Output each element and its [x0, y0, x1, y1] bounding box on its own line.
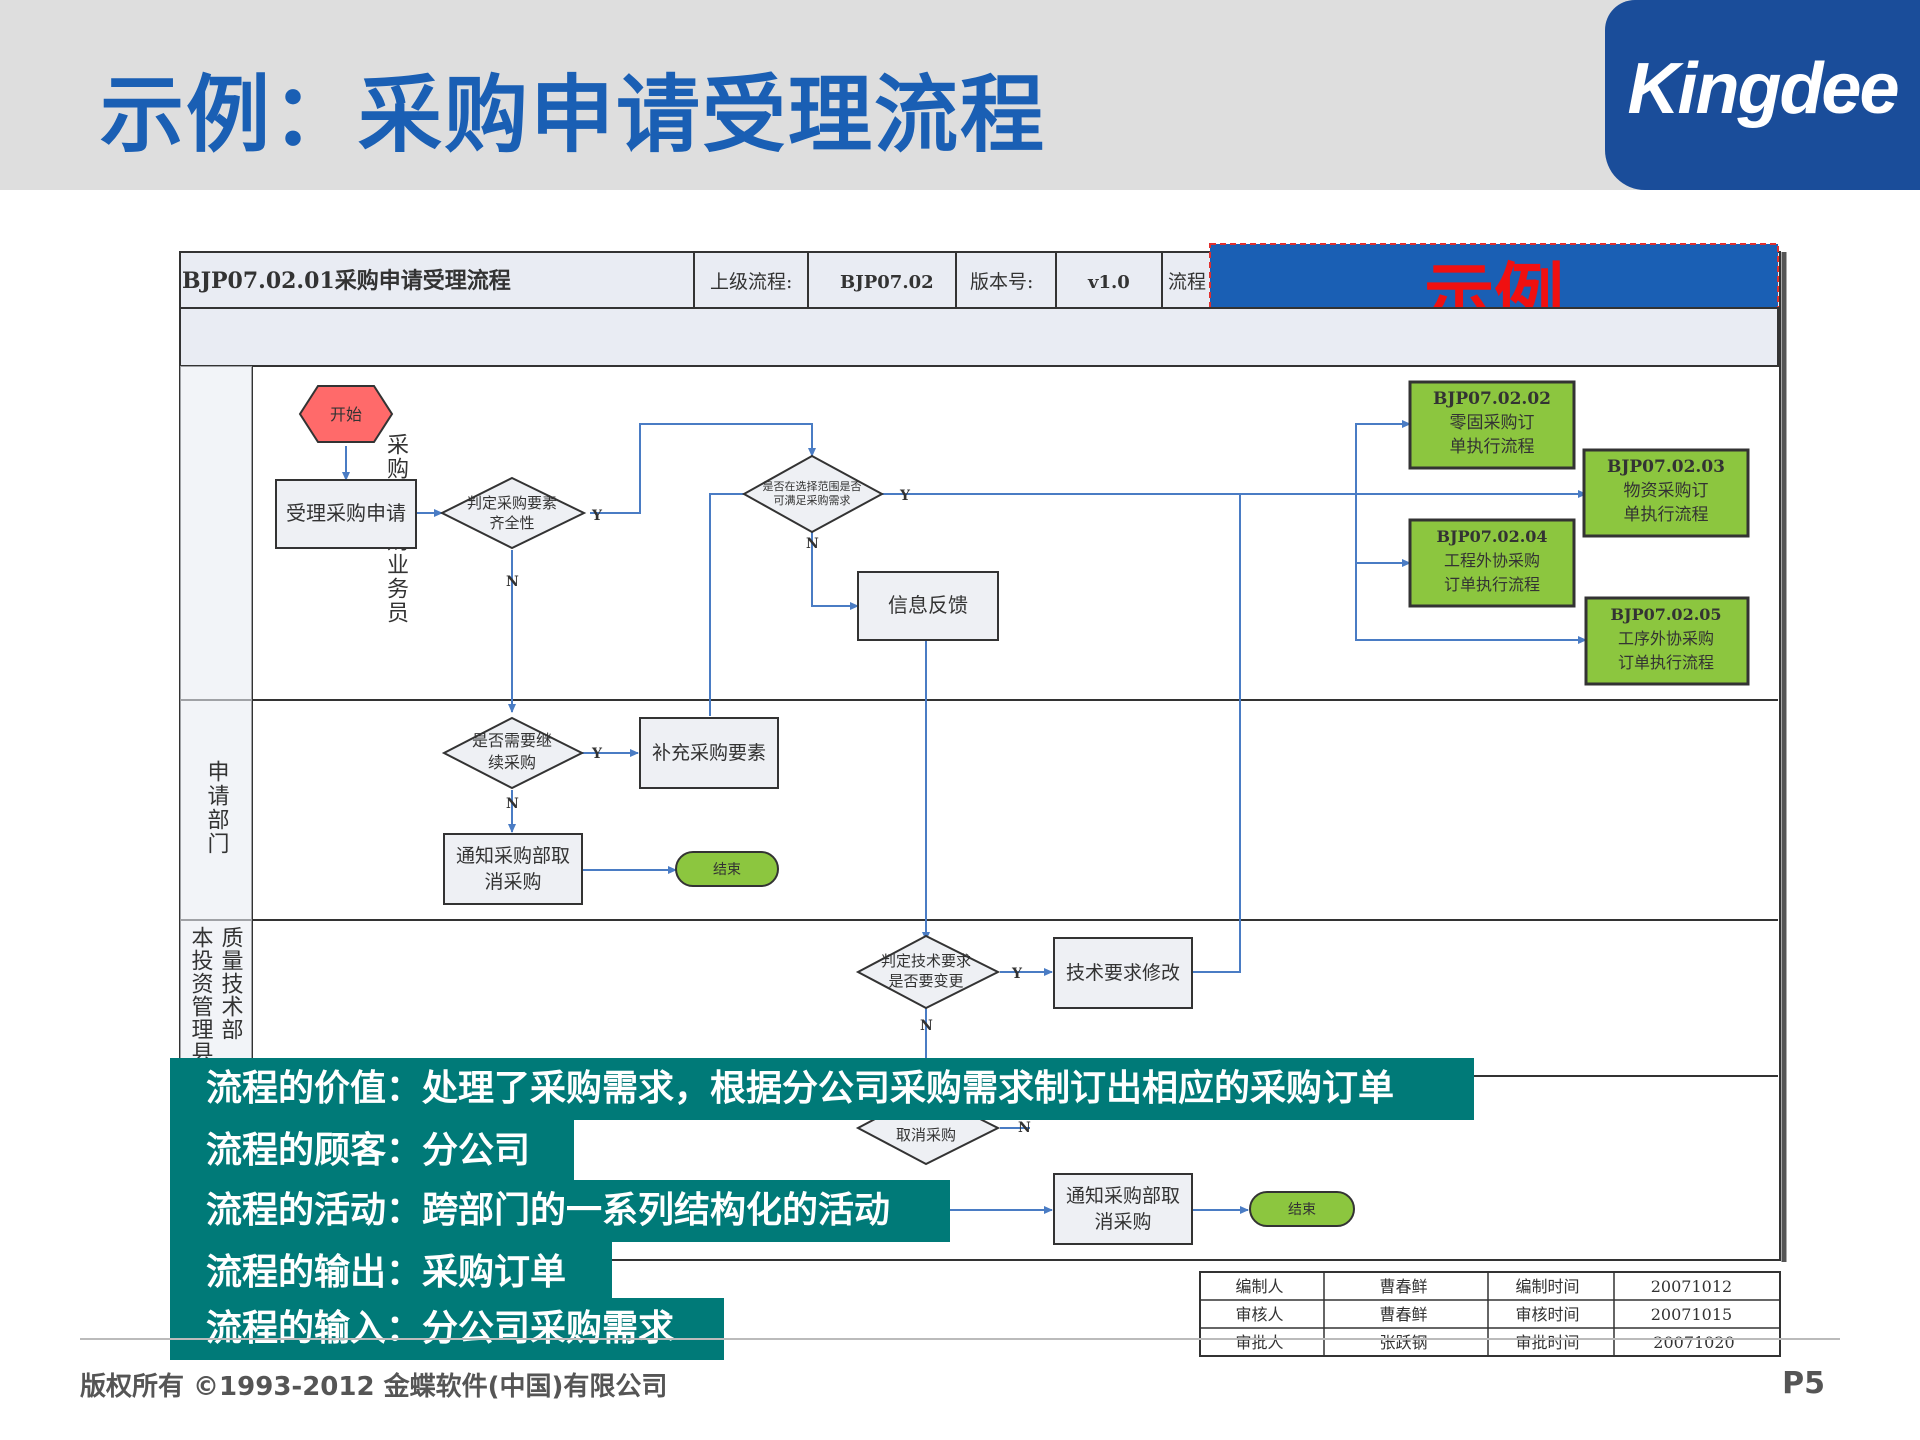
- sample-ribbon: [1209, 243, 1779, 309]
- lane-label-quality: 质量技术部: [218, 926, 244, 1041]
- lane-label-applicant: 申请部门: [204, 760, 230, 856]
- flow-code-title: BJP07.02.01采购申请受理流程: [182, 268, 511, 294]
- cancel-purchase-label: 取消采购: [896, 1126, 956, 1144]
- svg-text:通知采购部取消采购: 通知采购部取消采购: [456, 845, 570, 893]
- judge-scope-diamond: [741, 454, 885, 534]
- caption-activity: 流程的活动：跨部门的一系列结构化的活动: [170, 1180, 950, 1242]
- supplement-box: [639, 717, 779, 789]
- caption-customer: 流程的顾客：分公司: [170, 1120, 574, 1182]
- end-label-1: 结束: [713, 862, 741, 878]
- kingdee-logo: Kingdee: [1605, 0, 1920, 190]
- end-label-2: 结束: [1288, 1202, 1316, 1218]
- svg-text:是否需要继续采购: 是否需要继续采购: [472, 731, 552, 772]
- svg-text:编制人 曹春鲜 编制时间: 编制人 曹春鲜 编制时间 20071012 审核人 曹春鲜 审核时间 20071…: [1235, 1277, 1737, 1352]
- slide-header: [0, 0, 1920, 190]
- accept-request-label: 受理采购申请: [286, 501, 406, 525]
- accept-request-box: [275, 479, 417, 549]
- edge-label-yes: Y: [899, 488, 911, 504]
- tech-modify-box: [1053, 937, 1193, 1009]
- logo-text: Kingdee: [1627, 49, 1899, 129]
- judge-tech-diamond: [855, 934, 1001, 1010]
- edge-label-yes: Y: [591, 508, 603, 524]
- version-value: v1.0: [1087, 272, 1130, 293]
- svg-text:判定技术要求是否要变更: 判定技术要求是否要变更: [881, 952, 971, 990]
- version-label: 版本号:: [970, 271, 1033, 293]
- edge-label-no: N: [506, 574, 519, 590]
- footer-divider: [80, 1338, 1840, 1340]
- parent-value: BJP07.02: [840, 272, 934, 293]
- edge-label-no: N: [806, 536, 819, 552]
- svg-text:判定采购要素齐全性: 判定采购要素齐全性: [467, 494, 557, 532]
- parent-label: 上级流程:: [710, 271, 792, 293]
- caption-value: 流程的价值：处理了采购需求，根据分公司采购需求制订出相应的采购订单: [170, 1058, 1474, 1120]
- need-continue-diamond: [441, 716, 585, 790]
- supplement-label: 补充采购要素: [652, 742, 766, 764]
- svg-text:是否在选择范围是否可满足采购需求: 是否在选择范围是否可满足采购需求: [763, 479, 862, 507]
- caption-input: 流程的输入：分公司采购需求: [170, 1298, 724, 1360]
- end-node-1: [675, 851, 779, 887]
- edge-label-no: N: [1018, 1120, 1031, 1136]
- svg-text:通知采购部取消采购: 通知采购部取消采购: [1066, 1185, 1180, 1233]
- page-number: P5: [1782, 1366, 1825, 1401]
- notify-cancel-box-1: [443, 833, 583, 905]
- end-node-2: [1249, 1191, 1355, 1227]
- edge-label-yes: Y: [591, 746, 603, 762]
- edge-label-yes: Y: [1011, 966, 1023, 982]
- caption-output: 流程的输出：采购订单: [170, 1242, 612, 1304]
- feedback-box: [857, 571, 999, 641]
- flow-label: 流程: [1168, 271, 1206, 293]
- feedback-label: 信息反馈: [888, 593, 968, 617]
- tech-modify-label: 技术要求修改: [1066, 962, 1180, 984]
- edge-label-no: N: [920, 1018, 933, 1034]
- lane-label-investment: 本投资管理县: [188, 926, 214, 1064]
- signoff-table: 编制人 曹春鲜 编制时间 20071012 审核人 曹春鲜 审核时间 20071…: [1199, 1271, 1781, 1357]
- start-node: [298, 385, 394, 443]
- start-label: 开始: [330, 405, 362, 424]
- edge-label-no: N: [506, 796, 519, 812]
- slide-title: 示例：采购申请受理流程: [100, 66, 1047, 164]
- judge-completeness-diamond: [439, 476, 587, 550]
- copyright: 版权所有 ©1993-2012 金蝶软件(中国)有限公司: [80, 1372, 668, 1402]
- notify-cancel-box-2: [1053, 1173, 1193, 1245]
